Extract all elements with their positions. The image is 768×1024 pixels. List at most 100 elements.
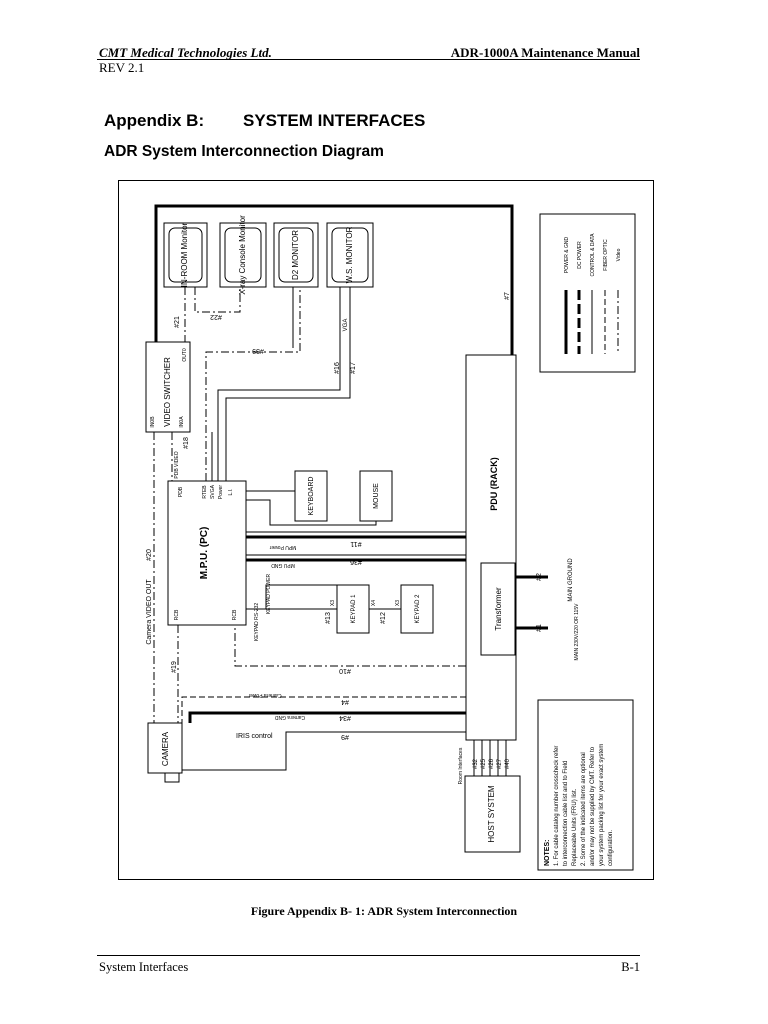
monitor-d2 (273, 222, 319, 288)
notes-box (537, 699, 634, 871)
legend-box (539, 213, 636, 373)
header-rule (97, 59, 640, 60)
mpu-power-label: MPU Power (269, 544, 296, 550)
keyboard-box (294, 470, 328, 522)
monitor-ws-label: W.S. MONITOR (345, 226, 354, 283)
transformer-label: Transformer (494, 587, 503, 631)
transformer-box (480, 562, 516, 656)
video-switcher-label: VIDEO SWITCHER (163, 357, 172, 427)
mpu-port-rcb1: RCB (174, 609, 180, 620)
x4-label: X4 (371, 600, 377, 606)
figure-caption: Figure Appendix B- 1: ADR System Interco… (250, 904, 518, 918)
section-title: SYSTEM INTERFACES (243, 111, 426, 130)
mouse-label: MOUSE (373, 483, 380, 509)
camera-video-out-label: Camera VIDEO OUT (146, 579, 153, 645)
appendix-label: Appendix B: (104, 111, 205, 130)
pdb-video-label: PDB VIDEO (174, 451, 180, 478)
cable-34: #34 (339, 714, 351, 721)
footer-page-number: B-1 (621, 960, 640, 974)
mpu-port-power: Power (218, 485, 224, 500)
keypad1-label: KEYPAD 1 (351, 594, 357, 624)
pdu-box (465, 354, 517, 741)
cable-9: #9 (341, 733, 349, 740)
mpu-label: M.P.U. (PC) (199, 527, 210, 580)
cable-26: #26 (489, 758, 495, 769)
monitor-xray-console (219, 222, 267, 288)
x3b-label: X3 (395, 600, 401, 606)
cable-19: #19 (171, 661, 178, 673)
host-system-box (464, 775, 521, 853)
note-line-5: and/or may not be supplied by CMT. Refer… (590, 746, 596, 866)
vs-port-in2: IN0A (179, 416, 185, 428)
cable-13: #13 (325, 612, 332, 624)
header-manual-title: ADR-1000A Maintenance Manual (450, 45, 640, 60)
cable-2: #2 (536, 573, 543, 581)
legend-fiber-optic: FIBER OPTIC (603, 239, 609, 271)
footer-rule (97, 955, 640, 956)
cable-36: #36 (350, 558, 362, 565)
monitor-in-room-label: IN-ROOM Monitor (180, 222, 189, 287)
page-title: Appendix B: SYSTEM INTERFACES (104, 111, 425, 131)
cable-12: #12 (380, 612, 387, 624)
legend-video: Video (616, 248, 622, 261)
vs-port-in1: IN0B (150, 416, 156, 428)
main-ground-label: MAIN GROUND (568, 558, 574, 602)
legend-dc-power: DC POWER (577, 241, 583, 269)
mpu-gnd-label: MPU GND (271, 562, 295, 568)
cable-10: #10 (339, 667, 351, 674)
cable-16: #16 (334, 362, 341, 374)
mpu-port-li: L.I. (228, 489, 234, 496)
legend-control-data: CONTROL & DATA (590, 233, 596, 277)
legend-power-gnd: POWER & GND (564, 237, 570, 274)
pdu-label: PDU (RACK) (489, 457, 499, 511)
vga-label: VGA (343, 319, 349, 332)
camera-power-label: Camera Power (248, 692, 282, 698)
keypad-rs232-label: KEYPAD RS-232 (254, 603, 260, 641)
main-supply-label: MAIN 230V/220 OR 115V (574, 603, 580, 661)
cable-1: #1 (536, 624, 543, 632)
cable-25: #25 (481, 758, 487, 769)
camera-gnd-label: Camera GND (274, 714, 305, 720)
monitor-xray-label: X-ray Console Monitor (238, 215, 247, 295)
note-line-6: your system packing list for your exact … (599, 744, 605, 866)
note-line-3: Replaceable Units (FRU) list. (572, 788, 578, 866)
video-switcher-box (145, 341, 191, 433)
keypad-power-label: KEYPAD POWER (266, 574, 272, 615)
cable-21: #21 (174, 316, 181, 328)
monitor-d2-label: D2 MONITOR (291, 230, 300, 280)
note-line-1: 1. For cable catalog number crosscheck r… (554, 746, 560, 866)
camera-label: CAMERA (161, 731, 170, 766)
cable-27: #27 (497, 758, 503, 769)
cable-17: #17 (350, 362, 357, 374)
room-interfaces-label: Room Interfaces (458, 747, 464, 784)
note-line-7: configuration. (608, 830, 614, 866)
keypad2-label: KEYPAD 2 (415, 594, 421, 624)
header-revision: REV 2.1 (99, 60, 145, 75)
page-subtitle: ADR System Interconnection Diagram (104, 143, 384, 160)
cable-22: #22 (210, 313, 222, 320)
mpu-port-svga: SVGA (210, 484, 216, 499)
cable-39: #39 (252, 347, 264, 354)
notes-title: NOTES: (544, 840, 551, 866)
diagram-frame (118, 180, 654, 880)
cable-18: #18 (183, 437, 190, 449)
cable-20: #20 (146, 549, 153, 561)
x3a-label: X3 (330, 600, 336, 606)
host-system-label: HOST SYSTEM (487, 785, 496, 843)
keyboard-label: KEYBOARD (308, 477, 315, 516)
note-line-4: 2. Some of the indicated items are optio… (581, 752, 587, 866)
cable-7: #7 (504, 292, 511, 300)
mpu-box (167, 480, 247, 626)
vs-port-out: OUT0 (182, 348, 188, 362)
header-company: CMT Medical Technologies Ltd. (99, 45, 272, 60)
cable-32: #32 (473, 758, 479, 769)
mpu-port-rcb2: RCB (232, 609, 238, 620)
iris-control-label: IRIS control (236, 733, 273, 740)
note-line-2: to interconnection cable list and to Fie… (563, 761, 569, 866)
cable-4: #4 (341, 698, 349, 705)
footer-section: System Interfaces (99, 960, 189, 974)
mpu-port-pdb: PDB (178, 486, 184, 497)
mpu-port-rteb: RTEB (202, 485, 208, 499)
cable-11: #11 (350, 540, 361, 547)
